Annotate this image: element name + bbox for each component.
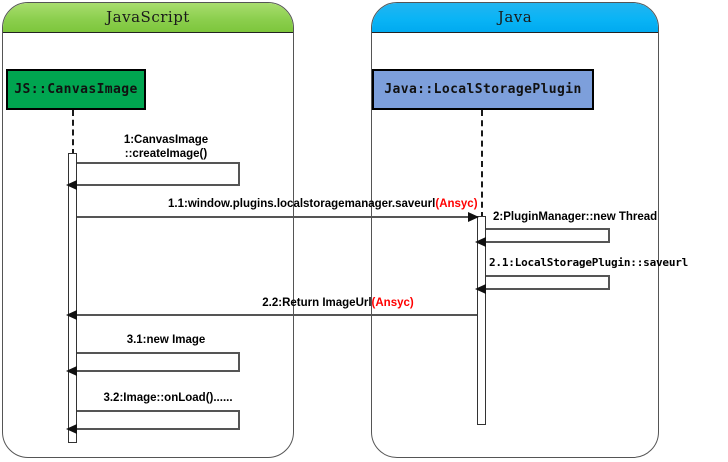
message-3-1-out-line <box>76 352 240 354</box>
message-2-turn-line <box>608 228 610 243</box>
message-2-arrowhead <box>475 237 486 247</box>
message-3-2-arrowhead <box>66 424 77 434</box>
participant-title-java: Java <box>497 8 533 26</box>
message-label-1-1: 1.1:window.plugins.localstoragemanager.s… <box>168 198 478 210</box>
lifeline-javascript <box>72 110 74 155</box>
message-1-return-line <box>76 184 240 186</box>
message-2-2-line <box>76 314 477 316</box>
message-2-1-arrowhead <box>475 284 486 294</box>
participant-panel-java: Java <box>371 2 659 458</box>
message-1-arrowhead <box>66 180 77 190</box>
message-2-return-line <box>485 241 610 243</box>
object-label-java-localstorageplugin: Java::LocalStoragePlugin <box>384 82 582 97</box>
message-3-1-turn-line <box>238 352 240 372</box>
message-label-2-1: 2.1:LocalStoragePlugin::saveurl <box>489 256 689 269</box>
message-2-1-turn-line <box>608 275 610 290</box>
message-1-1-line <box>76 216 474 218</box>
message-3-2-return-line <box>76 428 240 430</box>
object-box-js-canvasimage[interactable]: JS::CanvasImage <box>6 69 146 110</box>
message-1-out-line <box>76 162 240 164</box>
participant-header-javascript: JavaScript <box>3 3 293 33</box>
message-label-2: 2:PluginManager::new Thread <box>493 211 658 223</box>
message-2-1-return-line <box>485 288 610 290</box>
lifeline-java <box>481 110 483 218</box>
message-1-1-arrowhead <box>468 212 479 222</box>
message-1-turn-line <box>238 162 240 186</box>
message-label-1-line1: 1:CanvasImage <box>123 134 209 146</box>
participant-title-javascript: JavaScript <box>106 8 190 26</box>
message-label-1-line2: ::createImage() <box>124 148 208 160</box>
message-label-2-2: 2.2:Return ImageUrl(Ansyc) <box>262 297 414 309</box>
message-3-2-turn-line <box>238 410 240 430</box>
object-label-js-canvasimage: JS::CanvasImage <box>14 82 138 97</box>
object-box-java-localstorageplugin[interactable]: Java::LocalStoragePlugin <box>372 69 594 110</box>
message-2-2-arrowhead <box>66 310 77 320</box>
activation-bar-java <box>477 216 486 425</box>
activation-bar-javascript <box>68 153 77 443</box>
participant-header-java: Java <box>372 3 658 33</box>
message-2-1-out-line <box>485 275 610 277</box>
message-label-3-2: 3.2:Image::onLoad()...... <box>103 392 233 404</box>
message-label-3-1: 3.1:new Image <box>126 334 206 346</box>
message-2-out-line <box>485 228 610 230</box>
message-3-1-arrowhead <box>66 366 77 376</box>
message-3-2-out-line <box>76 410 240 412</box>
message-3-1-return-line <box>76 370 240 372</box>
